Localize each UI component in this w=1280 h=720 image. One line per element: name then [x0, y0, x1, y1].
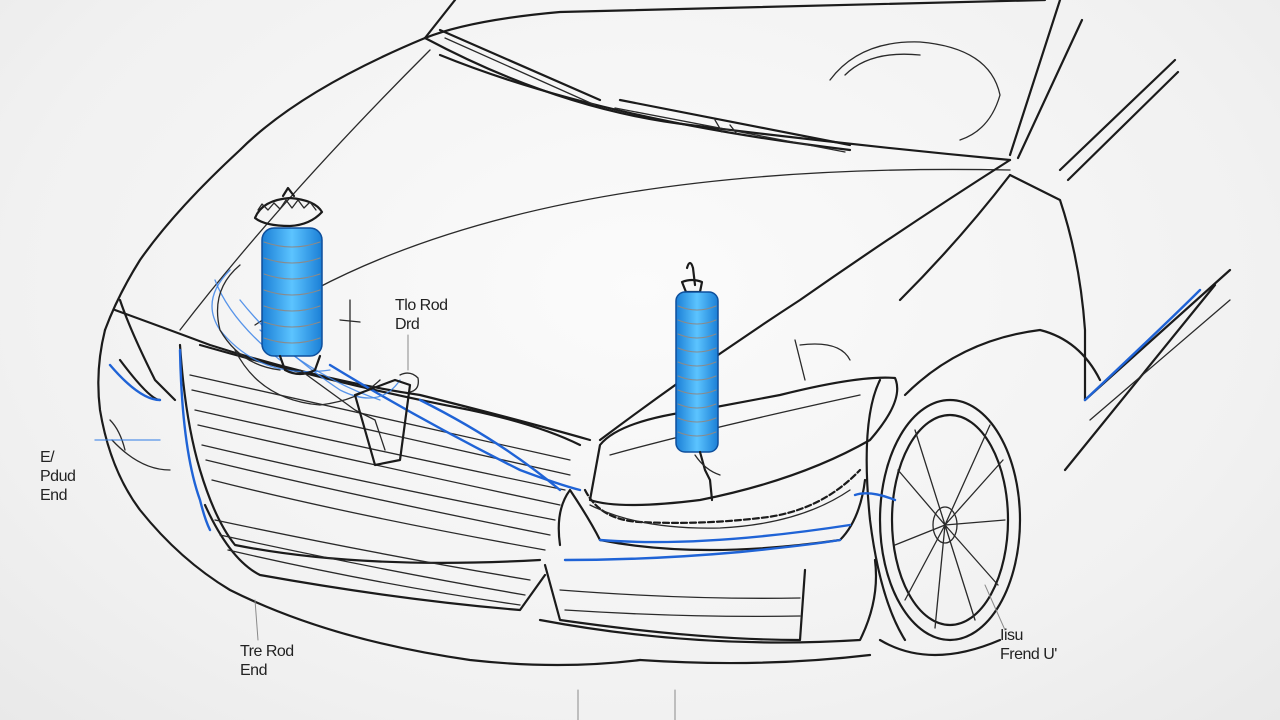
label-left: E/ Pdud End — [40, 448, 76, 505]
blue-lines — [94, 269, 1202, 562]
car-body — [97, 0, 1232, 667]
right-coilover-strut — [675, 261, 851, 502]
label-bottom-left-line1: Tre Rod — [240, 643, 294, 660]
label-bottom-right-line1: Iisu — [1000, 627, 1023, 644]
label-top-center-line2: Drd — [395, 316, 420, 333]
callout-leaders — [254, 334, 1006, 720]
label-bottom-left-line2: End — [240, 662, 267, 679]
label-left-line1: E/ — [40, 449, 55, 466]
label-top-center: Tlo Rod Drd — [395, 296, 448, 334]
label-left-line3: End — [40, 487, 67, 504]
label-top-center-line1: Tlo Rod — [395, 297, 448, 314]
label-bottom-right: Iisu Frend U' — [1000, 626, 1057, 664]
label-bottom-right-line2: Frend U' — [1000, 646, 1057, 663]
front-wheel — [865, 378, 1022, 657]
label-bottom-left: Tre Rod End — [240, 642, 294, 680]
left-coilover-strut — [216, 186, 419, 467]
label-left-line2: Pdud — [40, 468, 76, 485]
